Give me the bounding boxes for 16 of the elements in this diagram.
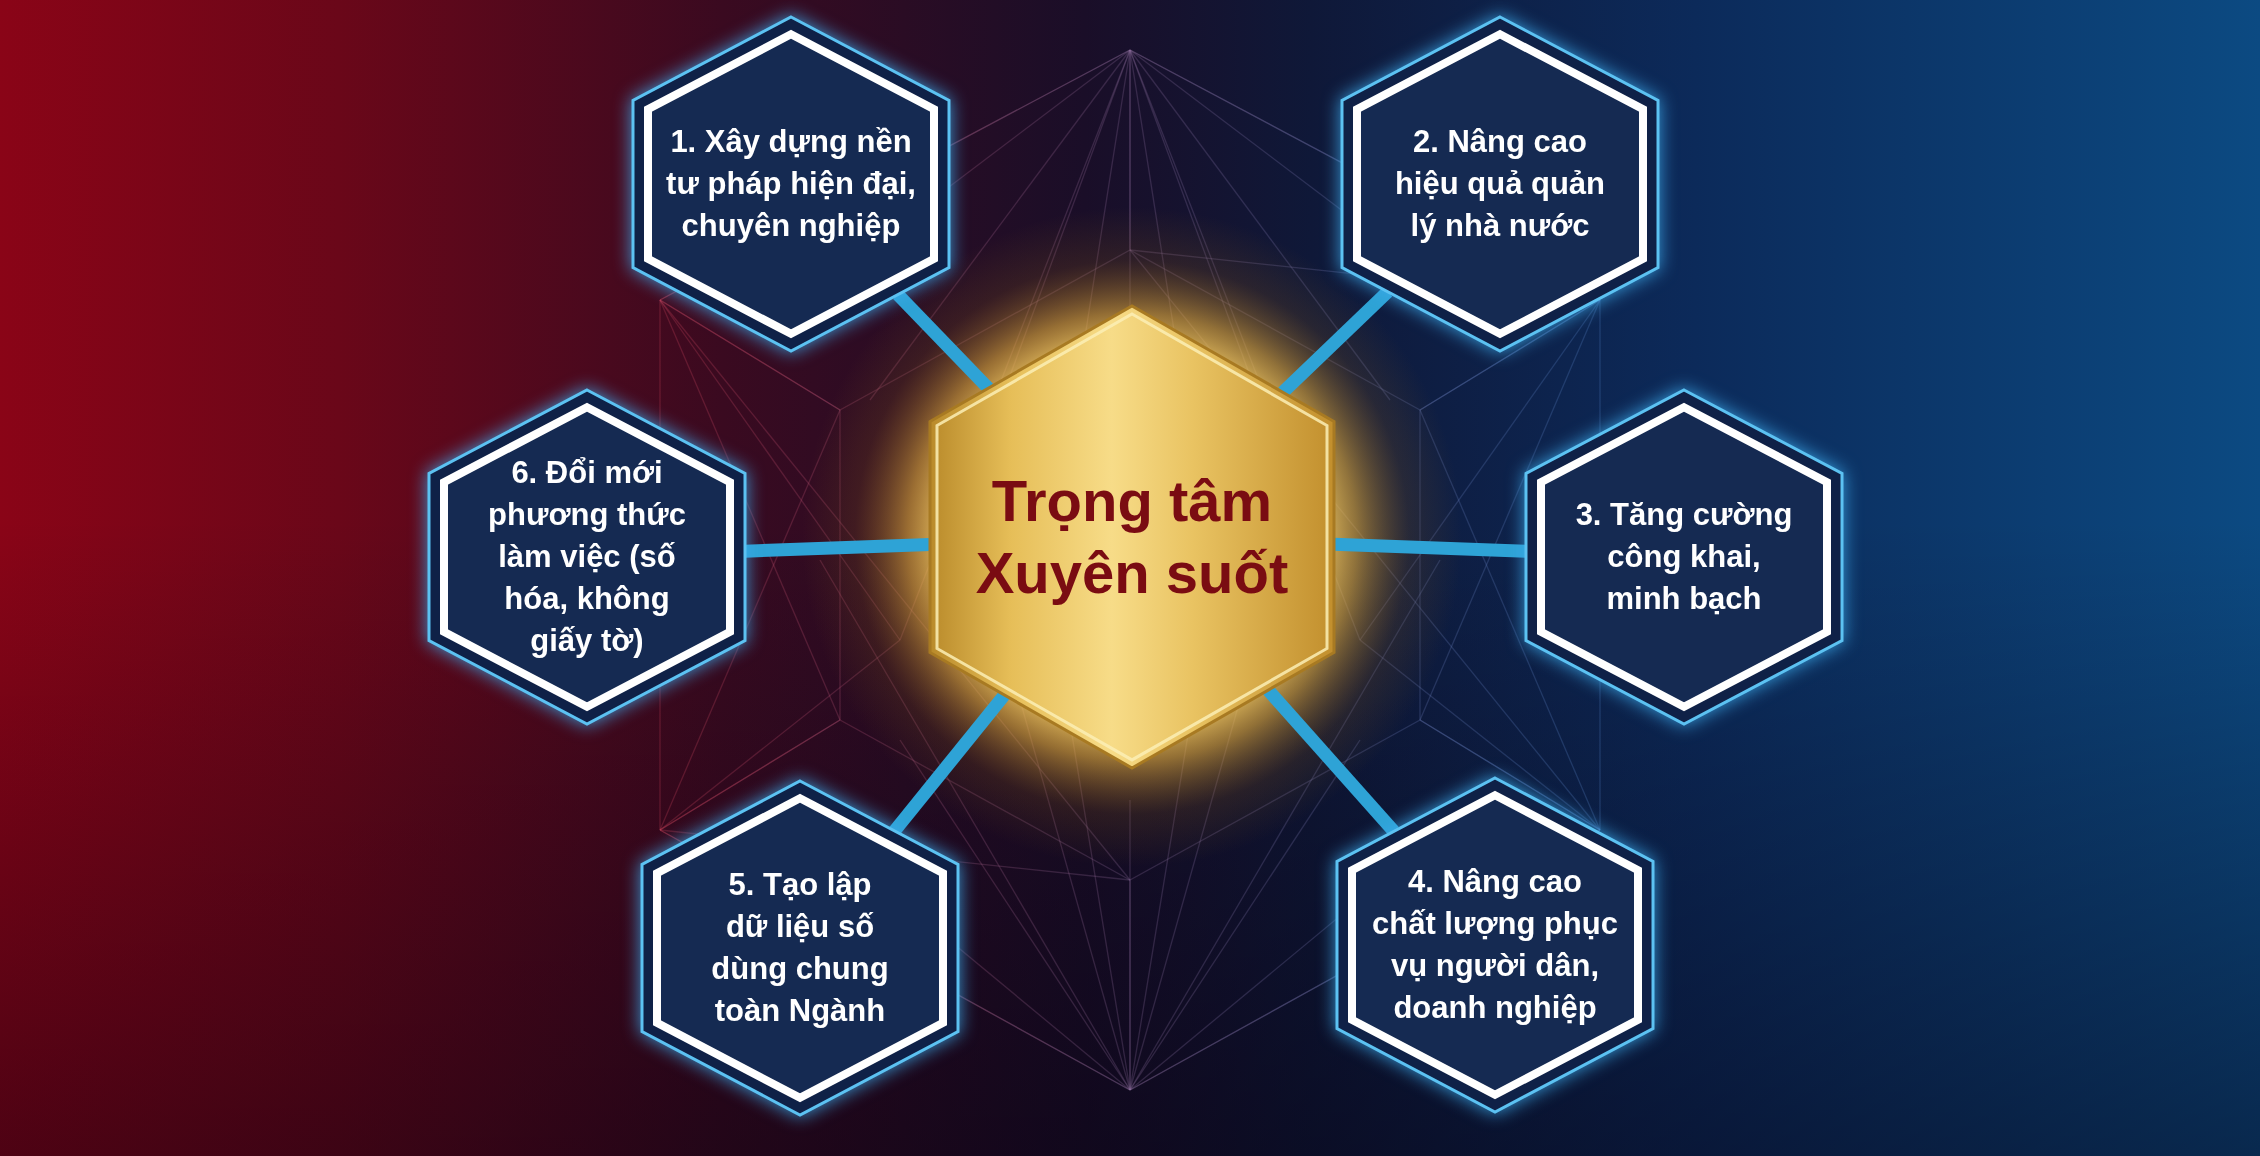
hub-hexagon: [930, 306, 1334, 768]
node-label: 2. Nâng cao hiệu quả quản lý nhà nước: [1394, 123, 1606, 245]
hexagon-node: [429, 390, 745, 724]
node-label: 6. Đổi mới phương thức làm việc (số hóa, không giấy tờ): [488, 454, 686, 660]
node-label: 5. Tạo lập dữ liệu số dùng chung toàn Ngành: [711, 866, 889, 1030]
node-label: 3. Tăng cường công khai, minh bạch: [1575, 496, 1793, 618]
connector-line: [893, 290, 993, 393]
connector-line: [1278, 287, 1393, 397]
node-label: 1. Xây dựng nền tư pháp hiện đại, chuyên nghiệp: [666, 123, 916, 245]
hexagon-node: [1526, 390, 1842, 724]
hexagon-node: [642, 781, 958, 1115]
hexagon-node: [1342, 17, 1658, 351]
node-label: Trọng tâm Xuyên suốt: [975, 467, 1289, 607]
hexagon-node: [633, 17, 949, 351]
hexagon-node: [1337, 778, 1653, 1112]
node-label: 4. Nâng cao chất lượng phục vụ người dân, doanh nghiệp: [1372, 863, 1618, 1027]
